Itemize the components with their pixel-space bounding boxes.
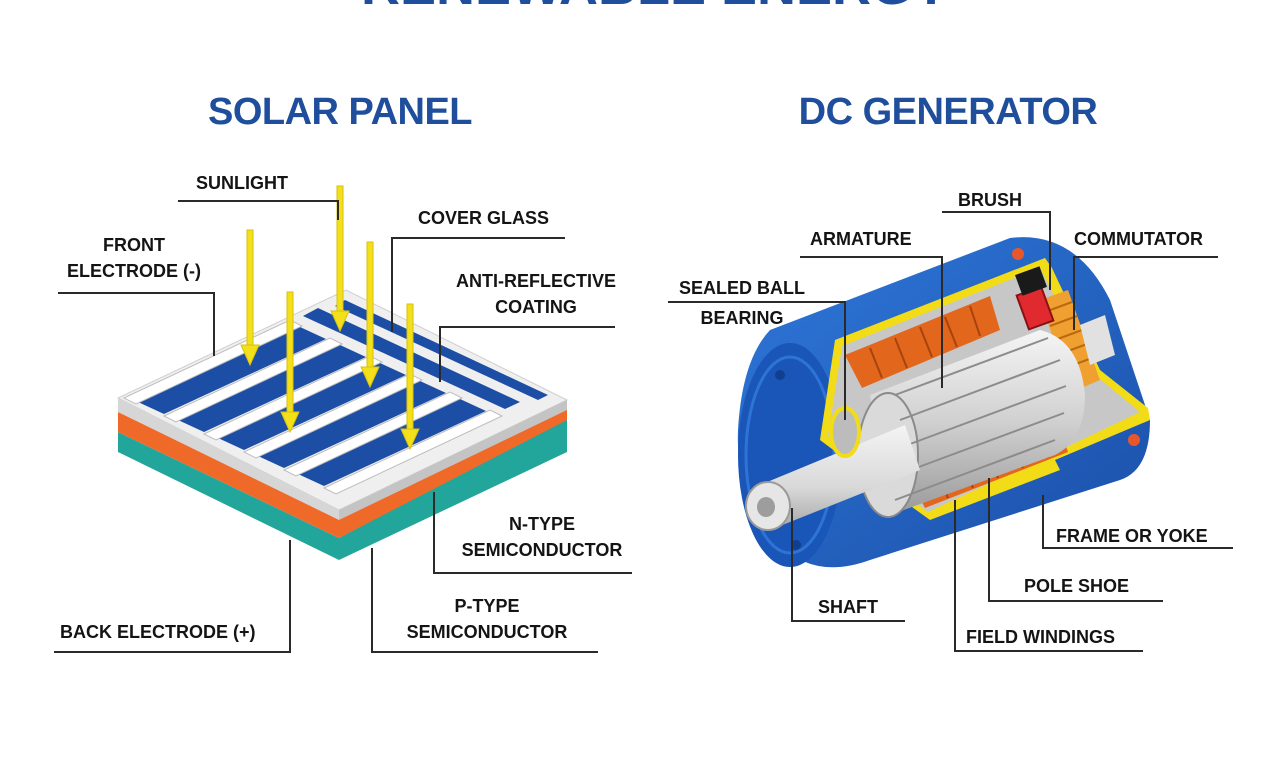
end-bolt [791, 540, 801, 550]
dc-generator-title: DC GENERATOR [799, 91, 1098, 133]
dc-generator-section: DC GENERATOR [668, 91, 1233, 652]
label-sealed-ball-line1: SEALED BALL [679, 278, 805, 298]
dc-generator-illustration [737, 237, 1150, 568]
solar-panel-section: SOLAR PANEL [54, 91, 632, 653]
cell-strip [178, 345, 366, 432]
solar-leader-lines [54, 200, 632, 653]
generator-leader-lines [668, 211, 1233, 652]
label-front-electrode-line1: FRONT [103, 235, 165, 255]
armature-slots [894, 337, 1067, 501]
shaft-rear [1080, 315, 1115, 365]
label-armature: ARMATURE [810, 229, 912, 249]
cell-strip [258, 381, 446, 468]
label-p-type-line1: P-TYPE [454, 596, 519, 616]
label-shaft: SHAFT [818, 597, 878, 617]
frame-bolt [1012, 248, 1024, 260]
solar-panel-title: SOLAR PANEL [208, 91, 472, 133]
electrode-bar [242, 373, 424, 459]
label-brush: BRUSH [958, 190, 1022, 210]
winding-stripes-top [869, 305, 981, 379]
label-n-type-line1: N-TYPE [509, 514, 575, 534]
label-p-type-line2: SEMICONDUCTOR [407, 622, 568, 642]
electrode-bar [162, 337, 344, 423]
label-cover-glass: COVER GLASS [418, 208, 549, 228]
label-commutator: COMMUTATOR [1074, 229, 1203, 249]
main-title: RENEWABLE ENERGY [361, 0, 949, 16]
sun-arrow [400, 303, 420, 451]
label-anti-reflective-line2: COATING [495, 297, 577, 317]
brush-holder [1015, 266, 1047, 296]
label-front-electrode-line2: ELECTRODE (-) [67, 261, 201, 281]
electrode-bar [122, 319, 304, 405]
panel-side-edge [339, 400, 567, 520]
sun-arrow [330, 185, 350, 333]
frame-bolt [1128, 434, 1140, 446]
label-anti-reflective-line1: ANTI-REFLECTIVE [456, 271, 616, 291]
cell-strip [298, 399, 486, 486]
label-sealed-ball-line2: BEARING [700, 308, 783, 328]
frame-end-face [738, 343, 842, 567]
shaft [760, 425, 920, 528]
label-frame-or-yoke: FRAME OR YOKE [1056, 526, 1208, 546]
electrode-bar [282, 391, 464, 477]
electrode-bar [322, 409, 504, 495]
panel-front-edge [118, 398, 339, 520]
solar-panel-illustration [116, 185, 569, 560]
label-n-type-line2: SEMICONDUCTOR [462, 540, 623, 560]
end-bolt [775, 370, 785, 380]
sunlight-arrows [240, 185, 420, 451]
p-type-layer [118, 416, 567, 560]
cell-strip [218, 363, 406, 450]
field-winding-top [845, 296, 1000, 388]
sun-arrow [240, 229, 260, 367]
shaft-center [757, 497, 775, 517]
n-type-layer [118, 400, 567, 538]
sun-arrow [360, 241, 380, 389]
label-pole-shoe: POLE SHOE [1024, 576, 1129, 596]
cell-strip [335, 300, 548, 400]
commutator [1040, 290, 1100, 392]
sun-arrow [280, 291, 300, 434]
label-back-electrode: BACK ELECTRODE (+) [60, 622, 256, 642]
cell-strip [138, 327, 326, 414]
label-field-windings: FIELD WINDINGS [966, 627, 1115, 647]
armature [870, 330, 1085, 515]
label-sunlight: SUNLIGHT [196, 173, 288, 193]
